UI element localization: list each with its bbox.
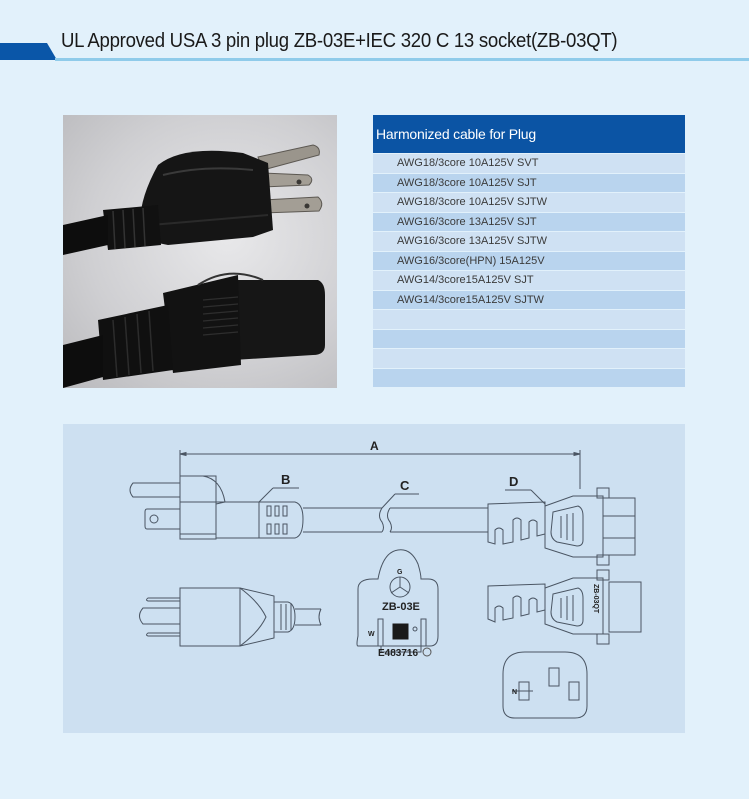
- plug-model-label: ZB-03E: [382, 601, 420, 613]
- title-bar: UL Approved USA 3 pin plug ZB-03E+IEC 32…: [0, 0, 749, 90]
- table-row: [373, 349, 685, 368]
- table-row: AWG16/3core 13A125V SJT: [373, 212, 685, 231]
- table-row: [373, 368, 685, 387]
- table-row: AWG14/3core15A125V SJT: [373, 271, 685, 290]
- cert-number-label: E483716: [378, 648, 418, 659]
- table-row: AWG18/3core 10A125V SJT: [373, 173, 685, 192]
- table-row: AWG14/3core15A125V SJTW: [373, 290, 685, 309]
- label-white: W: [368, 631, 375, 638]
- socket-model-label: ZB-03QT: [592, 584, 599, 614]
- spec-table-header: Harmonized cable for Plug: [373, 115, 685, 153]
- table-row: AWG16/3core(HPN) 15A125V: [373, 251, 685, 270]
- label-c: C: [400, 478, 410, 493]
- title-accent-tab: [0, 43, 57, 60]
- table-row: [373, 310, 685, 329]
- label-ground: G: [397, 569, 403, 576]
- spec-table: Harmonized cable for Plug AWG18/3core 10…: [373, 115, 685, 387]
- product-photo: [63, 115, 337, 388]
- title-underline: [55, 58, 749, 61]
- table-row: [373, 329, 685, 348]
- page-title: UL Approved USA 3 pin plug ZB-03E+IEC 32…: [61, 30, 618, 52]
- plug-photo-illustration: [63, 144, 325, 388]
- label-neutral: N: [512, 689, 517, 696]
- technical-drawing: A B C: [63, 424, 685, 733]
- label-d: D: [509, 474, 518, 489]
- table-row: AWG18/3core 10A125V SVT: [373, 154, 685, 173]
- table-row: AWG18/3core 10A125V SJTW: [373, 193, 685, 212]
- label-b: B: [281, 472, 290, 487]
- label-a: A: [370, 439, 379, 453]
- table-row: AWG16/3core 13A125V SJTW: [373, 232, 685, 251]
